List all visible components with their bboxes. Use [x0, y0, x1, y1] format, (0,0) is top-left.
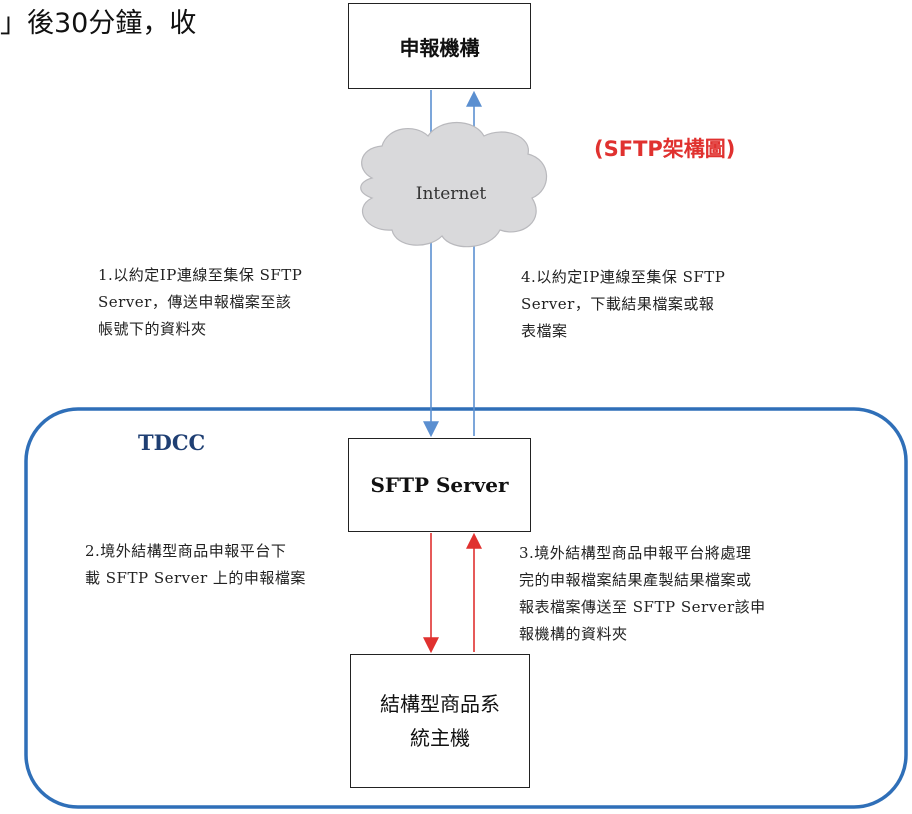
host-label-line: 結構型商品系 [380, 692, 500, 716]
host-label-line: 統主機 [410, 726, 470, 750]
diagram-title: (SFTP架構圖) [594, 137, 736, 161]
step-4-line: Server，下載結果檔案或報 [521, 295, 715, 313]
step-1-note: 1.以約定IP連線至集保 SFTP Server，傳送申報檔案至該 帳號下的資料… [98, 262, 398, 348]
step-3-line: 報機構的資料夾 [519, 625, 628, 643]
reporter-label: 申報機構 [399, 35, 480, 60]
sftp-server-node: SFTP Server [348, 438, 531, 532]
step-1-line: Server，傳送申報檔案至該 [98, 293, 292, 311]
step-2-line: 2.境外結構型商品申報平台下 [85, 542, 287, 560]
tdcc-label: TDCC [138, 430, 206, 455]
step-3-note: 3.境外結構型商品申報平台將處理 完的申報檔案結果產製結果檔案或 報表檔案傳送至… [519, 540, 889, 643]
internet-cloud [360, 122, 548, 248]
step-2-line: 載 SFTP Server 上的申報檔案 [85, 569, 306, 587]
step-4-line: 表檔案 [521, 322, 568, 340]
step-3-line: 報表檔案傳送至 SFTP Server該申 [519, 598, 766, 616]
internet-label: Internet [415, 184, 487, 204]
tdcc-zone-border [24, 407, 908, 809]
step-2-note: 2.境外結構型商品申報平台下 載 SFTP Server 上的申報檔案 [85, 538, 415, 600]
step-4-note: 4.以約定IP連線至集保 SFTP Server，下載結果檔案或報 表檔案 [521, 264, 821, 350]
host-node: 結構型商品系 統主機 [350, 654, 530, 788]
step-3-line: 3.境外結構型商品申報平台將處理 [519, 544, 752, 562]
step-3-line: 完的申報檔案結果產製結果檔案或 [519, 571, 752, 589]
step-1-line: 1.以約定IP連線至集保 SFTP [98, 266, 303, 284]
step-4-line: 4.以約定IP連線至集保 SFTP [521, 268, 726, 286]
top-text-fragment: 」後30分鐘，收 [0, 8, 197, 39]
sftp-server-label: SFTP Server [370, 473, 509, 497]
reporter-node: 申報機構 [348, 3, 531, 89]
host-label: 結構型商品系 統主機 [365, 687, 515, 755]
step-1-line: 帳號下的資料夾 [98, 320, 207, 338]
